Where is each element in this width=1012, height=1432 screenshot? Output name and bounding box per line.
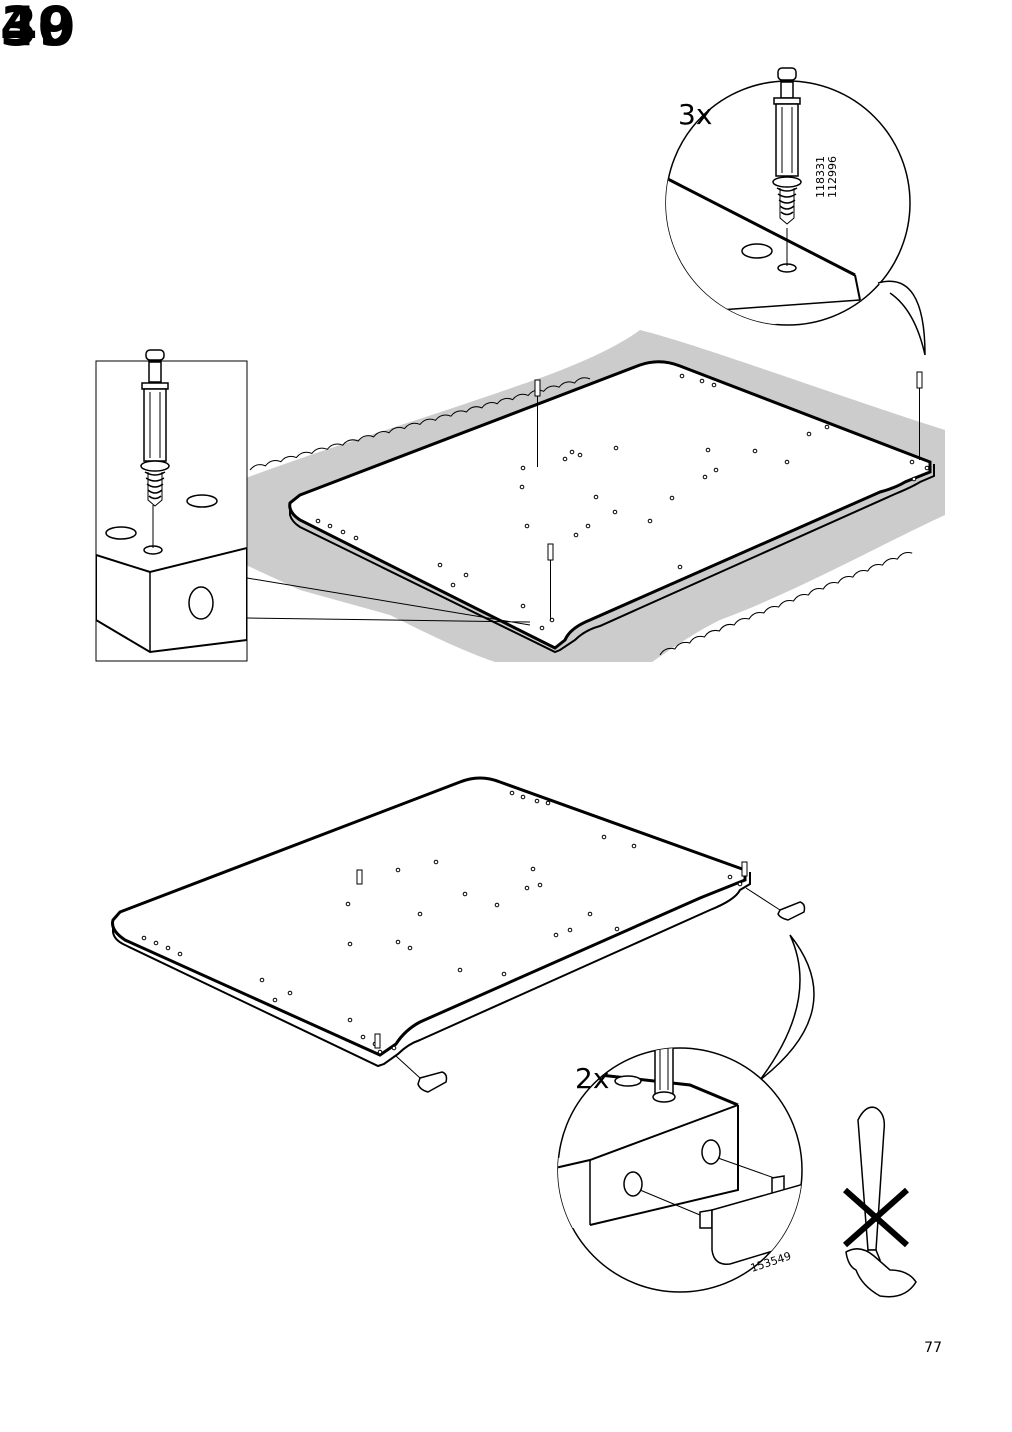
cam-lock-screw-icon — [140, 349, 170, 507]
panel-dowels — [356, 861, 748, 1049]
step-39-number: 39 — [0, 0, 76, 58]
page-number: 77 — [924, 1340, 942, 1356]
panel-front-edge — [289, 464, 935, 654]
panel-top-face — [111, 776, 747, 1057]
no-hammer-icon — [843, 1106, 917, 1298]
zoom-detail-box — [95, 349, 248, 662]
panel-front-edge — [112, 872, 751, 1068]
step-40-number: 40 — [0, 0, 76, 58]
step-40-illustration: 2x 153549 — [111, 776, 917, 1298]
step-39-quantity: 3x — [678, 98, 712, 131]
part-number-112996: 112996 — [826, 156, 839, 198]
zoom-connector — [246, 577, 531, 626]
cam-lock-screw-icon — [772, 67, 802, 225]
floor-texture-bottom — [659, 552, 913, 656]
cap-hole-icon — [614, 1075, 642, 1087]
part-number-118331: 118331 — [814, 156, 827, 198]
floor-texture-top — [249, 377, 591, 471]
step-40-callout-circle — [557, 934, 815, 1293]
panel-holes — [141, 790, 748, 1055]
step-39-illustration: 3x 118331 112996 — [95, 67, 945, 662]
panel-top-face — [288, 360, 932, 650]
panel-holes — [315, 373, 930, 631]
edge-cap-icon — [395, 887, 806, 1093]
step-40-quantity: 2x — [575, 1062, 609, 1095]
panel-dowels — [534, 371, 923, 620]
